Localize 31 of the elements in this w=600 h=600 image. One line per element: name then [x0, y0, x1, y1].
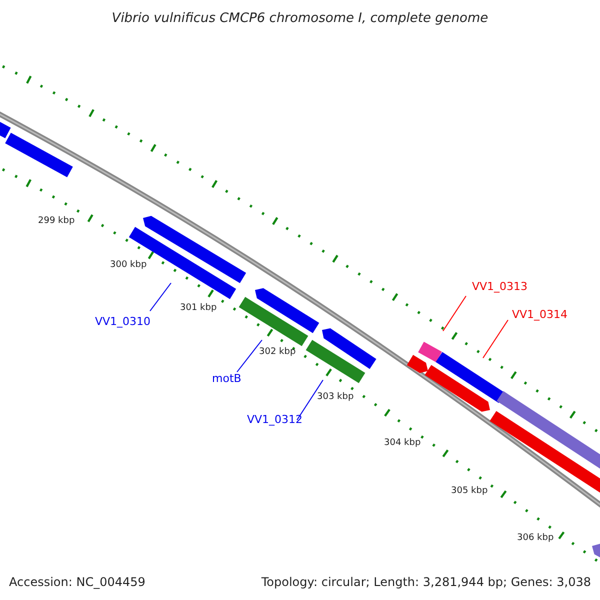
gene-label: motB	[212, 373, 242, 384]
gene-feature	[238, 296, 308, 346]
scale-label: 300 kbp	[110, 261, 147, 270]
gene-feature	[322, 328, 376, 369]
gene-feature	[436, 352, 506, 403]
scale-label: 304 kbp	[384, 439, 421, 448]
scale-label: 306 kbp	[517, 534, 554, 543]
scale-label: 305 kbp	[451, 487, 488, 496]
footer-text: Accession: NC_004459	[9, 576, 146, 588]
leader-line	[236, 340, 262, 372]
gene-label: VV1_0313	[472, 281, 528, 292]
gene-feature	[255, 288, 320, 334]
gene-feature	[424, 365, 490, 412]
title: Vibrio vulnificus CMCP6 chromosome I, complete genome	[110, 12, 490, 25]
gene-feature	[0, 120, 11, 138]
gene-feature	[306, 340, 366, 384]
gene-feature	[418, 342, 442, 362]
footer-text: Topology: circular; Length: 3,281,944 bp; Genes: 3,038	[261, 576, 591, 588]
gene-feature	[5, 132, 73, 178]
leader-line	[442, 296, 466, 332]
gene-label: VV1_0314	[512, 309, 568, 320]
gene-label: VV1_0310	[95, 316, 151, 327]
leader-line	[296, 380, 324, 420]
gene-feature	[406, 354, 428, 373]
scale-label: 299 kbp	[38, 217, 75, 226]
gene-label: VV1_0312	[247, 414, 303, 425]
scale-label: 302 kbp	[259, 348, 296, 357]
scale-label: 301 kbp	[180, 304, 217, 313]
scale-label: 303 kbp	[317, 393, 354, 402]
leader-line	[150, 282, 172, 312]
gene-feature	[128, 226, 236, 300]
